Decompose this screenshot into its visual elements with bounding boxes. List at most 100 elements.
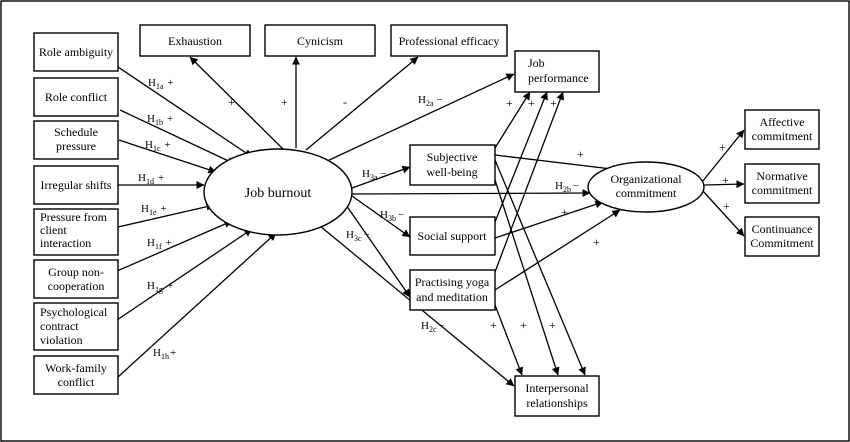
node-role-ambiguity [33, 32, 119, 72]
edge-yoga-interpersonal [494, 304, 523, 376]
sign-labels: + + - + + + + + + + + + + + + [228, 95, 730, 332]
edge-org-normative [703, 180, 745, 189]
hyp-h3b: H3b− [380, 209, 404, 223]
social-support-label: Social support [418, 229, 488, 243]
edge-burnout-efficacy [305, 56, 419, 151]
sign-org-affective: + [719, 140, 726, 154]
edge-org-continuance [701, 189, 745, 237]
sign-org-normative: + [722, 173, 729, 187]
edge-contract-burnout [116, 228, 253, 321]
node-job-burnout [203, 148, 353, 236]
edge-social-jobperf [494, 91, 548, 223]
sign-ir-1: + [490, 318, 497, 332]
hyp-h3a: H3a− [362, 168, 387, 182]
group-noncooperation-label: Group non-cooperation [48, 265, 105, 293]
node-professional-efficacy [390, 24, 508, 57]
sign-yoga-org: + [593, 235, 600, 249]
node-pressure-client [33, 208, 119, 256]
node-yoga-meditation [409, 269, 496, 311]
node-subjective-wellbeing [409, 144, 496, 186]
professional-efficacy-label: Professional efficacy [399, 34, 500, 48]
hyp-h2a: H2a− [418, 94, 443, 108]
sign-soc-org: + [561, 205, 568, 219]
irregular-shifts-label: Irregular shifts [41, 178, 112, 192]
edge-burnout-subjwb [351, 165, 411, 189]
sign-ir-2: + [520, 318, 527, 332]
hyp-h1a: H1a+ [148, 77, 174, 91]
sign-burnout-cynicism: + [281, 95, 288, 109]
node-schedule-pressure [33, 120, 119, 160]
hyp-h1b: H1b+ [147, 113, 173, 127]
sign-burnout-exhaustion: + [228, 95, 235, 109]
hyp-h1f: H1f+ [147, 237, 172, 251]
exhaustion-label: Exhaustion [168, 34, 222, 48]
hyp-h1c: H1c+ [145, 139, 171, 153]
sign-org-continuance: + [723, 199, 730, 213]
hyp-h2b: H2b− [555, 180, 579, 194]
node-normative-commitment [744, 163, 820, 204]
edge-workfamily-burnout [117, 232, 277, 378]
edge-burnout-social [351, 195, 411, 238]
job-burnout-label: Job burnout [245, 186, 312, 201]
role-conflict-label: Role conflict [45, 90, 108, 104]
sign-jp-3: + [550, 96, 557, 110]
sign-jp-1: + [506, 96, 513, 110]
hyp-h2c: H2c− [421, 320, 445, 334]
edge-client-burnout [117, 202, 215, 228]
sign-burnout-efficacy: - [343, 95, 347, 109]
node-role-conflict [33, 77, 119, 117]
hypothesis-labels: H1a+ H1b+ H1c+ H1d+ H1e+ H1f+ H1g+ H1h+ … [138, 77, 579, 361]
node-work-family [33, 355, 119, 395]
cynicism-label: Cynicism [297, 34, 344, 48]
hyp-h1d: H1d+ [138, 172, 164, 186]
node-affective-commitment [744, 109, 820, 150]
edge-role-conflict-burnout [119, 109, 236, 165]
hyp-h1e: H1e+ [141, 203, 167, 217]
sign-jp-2: + [528, 96, 535, 110]
edge-burnout-exhaustion [189, 56, 285, 151]
edge-subjwb-orgcommit [494, 154, 621, 174]
edge-burnout-orgcommit [351, 189, 591, 198]
node-organizational-commitment [587, 161, 705, 213]
edge-yoga-jobperf [494, 91, 565, 273]
edge-yoga-orgcommit [494, 209, 621, 291]
sign-subj-org: + [577, 147, 584, 161]
hyp-h1g: H1g+ [147, 280, 173, 294]
edges [116, 56, 745, 387]
edge-group-burnout [116, 220, 233, 272]
edge-social-orgcommit [494, 200, 604, 239]
node-group-noncooperation [33, 259, 119, 299]
edge-burnout-yoga [345, 204, 411, 298]
node-job-performance [514, 50, 600, 93]
edge-burnout-jobperf [324, 73, 515, 163]
node-cynicism [264, 24, 376, 57]
hyp-h1h: H1h+ [153, 347, 176, 361]
edge-role-ambiguity-burnout [117, 66, 253, 158]
edge-org-affective [701, 129, 745, 183]
node-psych-contract [33, 302, 119, 351]
sign-ir-3: + [549, 318, 556, 332]
edge-subjwb-interpersonal-2 [494, 159, 586, 376]
node-interpersonal-relationships [514, 375, 600, 417]
edge-subjwb-interpersonal [494, 179, 560, 376]
node-social-support [409, 216, 496, 256]
hyp-h3c: H3c− [346, 229, 370, 243]
role-ambiguity-label: Role ambiguity [39, 45, 113, 59]
node-irregular-shifts [33, 165, 119, 205]
